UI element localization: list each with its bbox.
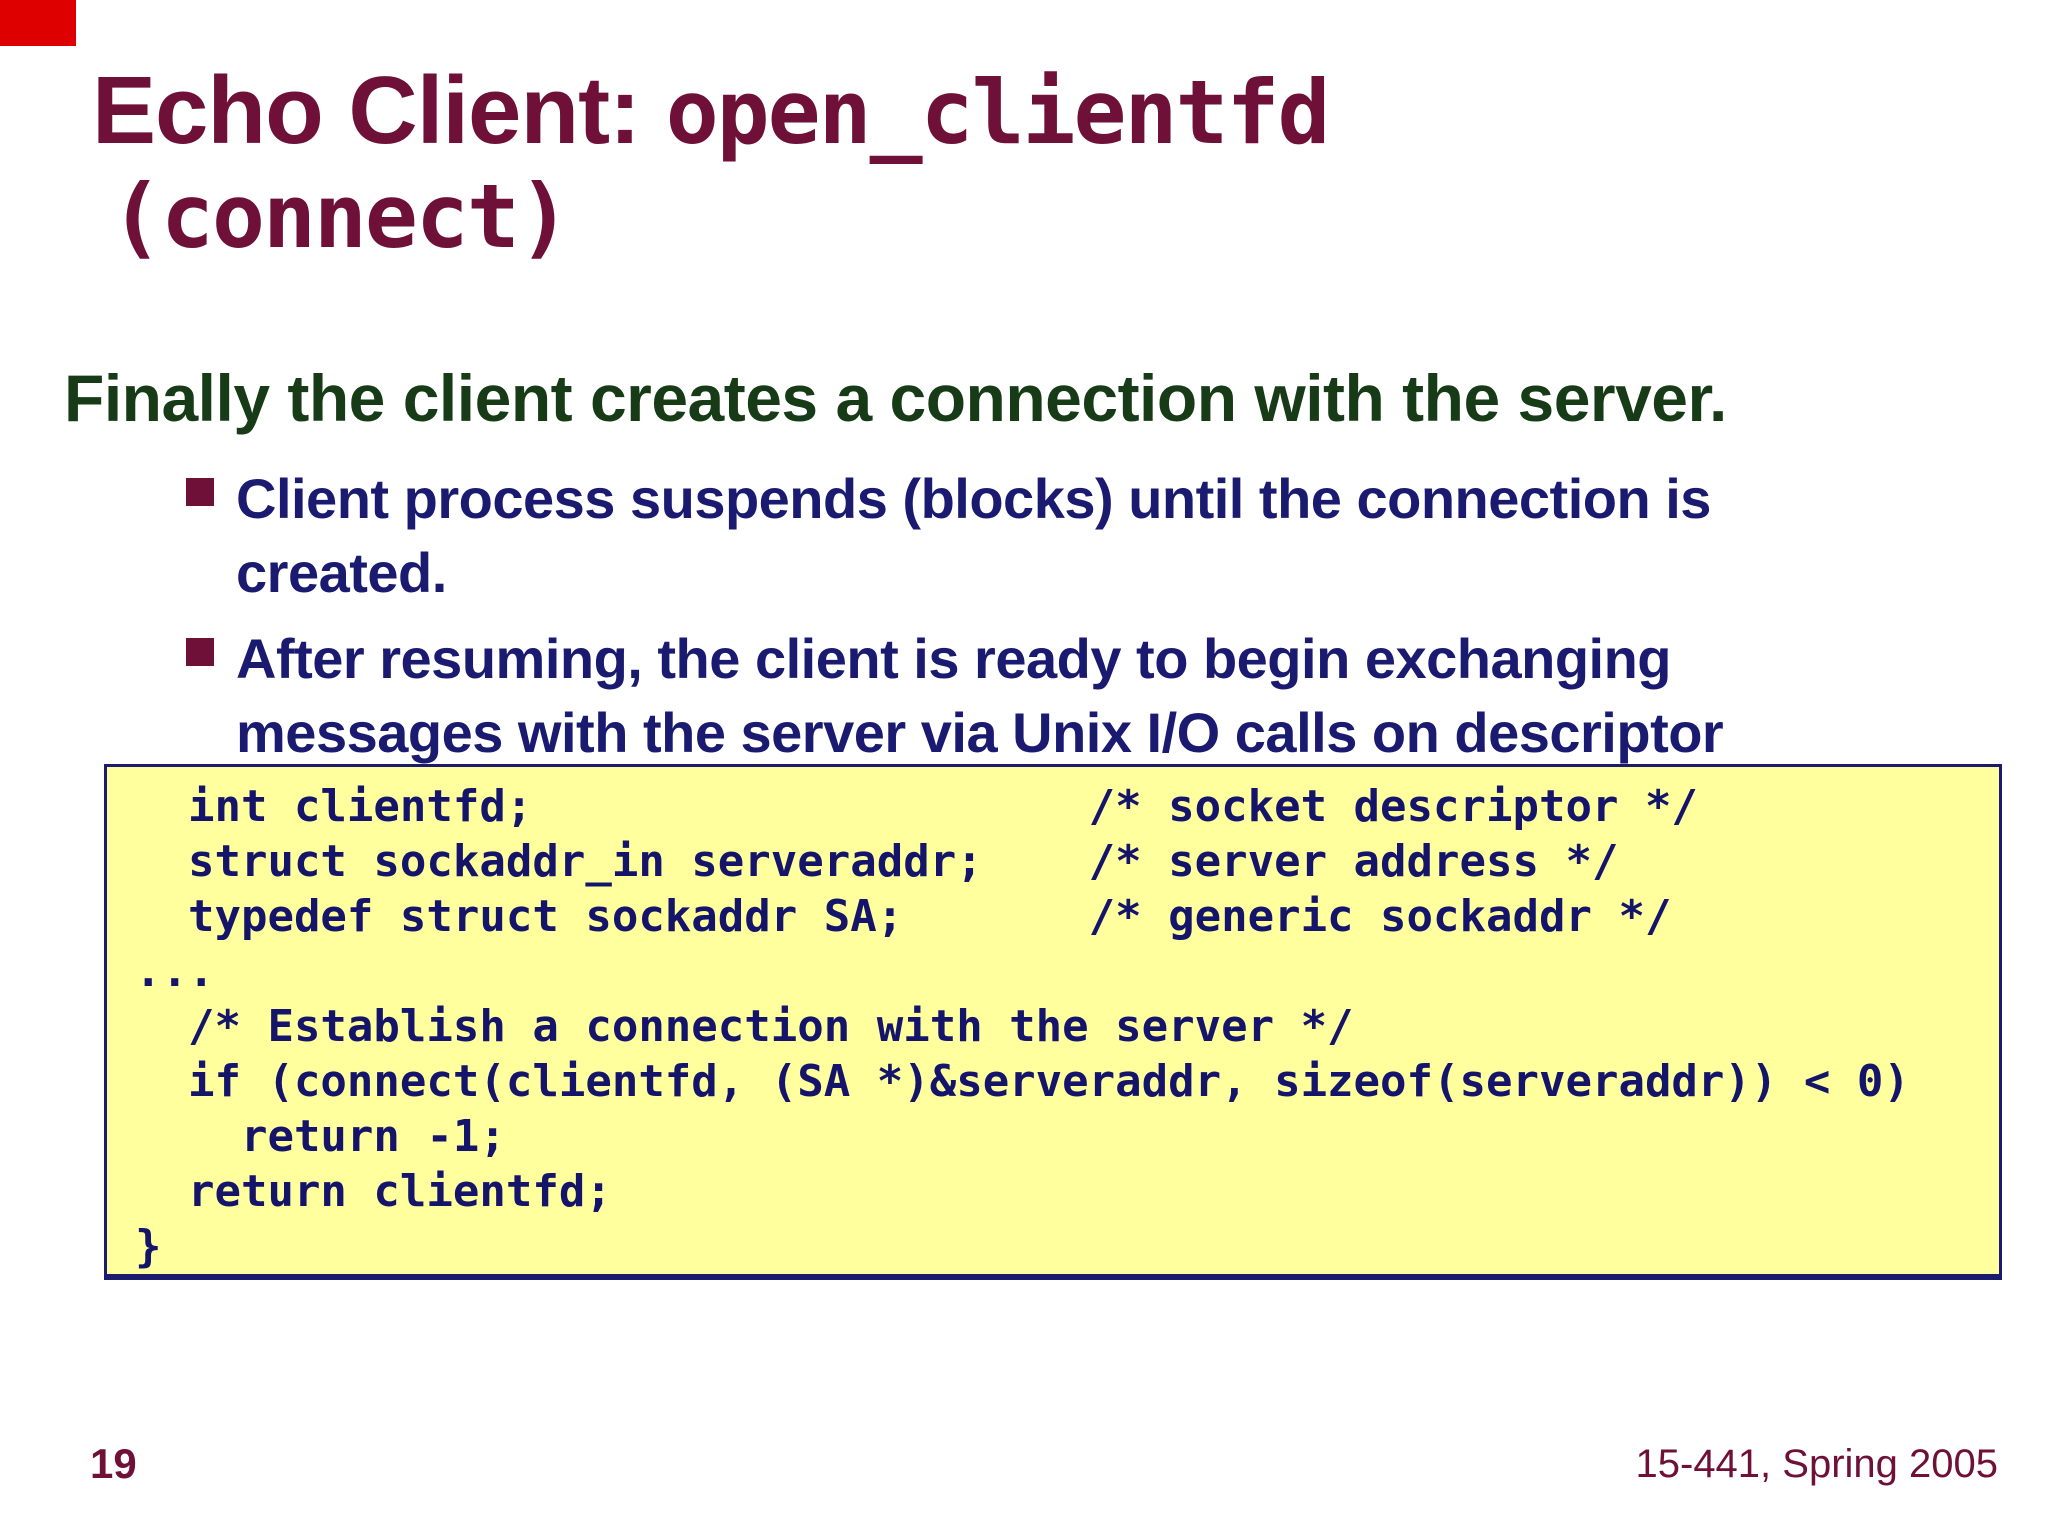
- course-label: 15-441, Spring 2005: [1635, 1442, 1999, 1486]
- page-number: 19: [90, 1440, 137, 1487]
- bullet-1-text: Client process suspends (blocks) until t…: [236, 467, 1711, 604]
- bullet-square-icon: [186, 478, 214, 506]
- red-corner-marker: [0, 0, 76, 46]
- bullet-square-icon: [186, 638, 214, 666]
- slide-title-function-name: open_clientfd: [665, 61, 1331, 164]
- bullet-item-1: Client process suspends (blocks) until t…: [186, 462, 1711, 610]
- slide-title: Echo Client: open_clientfd (connect): [92, 52, 1331, 270]
- bullet-2-text: After resuming, the client is ready to b…: [236, 627, 1724, 764]
- slide-title-text: Echo Client:: [92, 57, 666, 164]
- code-snippet-text: int clientfd; /* socket descriptor */ st…: [135, 781, 1910, 1272]
- section-heading: Finally the client creates a connection …: [64, 361, 1727, 435]
- bullet-item-2: After resuming, the client is ready to b…: [186, 622, 1724, 770]
- slide-title-line2: (connect): [110, 165, 571, 269]
- code-snippet-box: int clientfd; /* socket descriptor */ st…: [104, 764, 2002, 1280]
